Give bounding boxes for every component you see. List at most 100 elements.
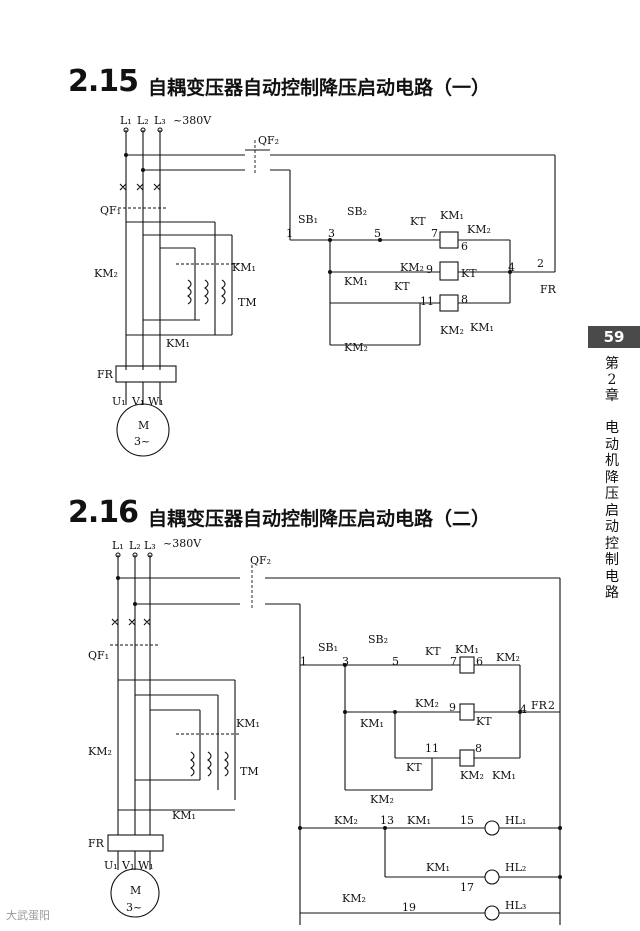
- label-qf1-b: QF₁: [88, 649, 110, 662]
- section-title-2-16: 自耦变压器自动控制降压启动电路（二）: [148, 508, 491, 530]
- node-5: 5: [374, 227, 381, 240]
- label-sb2: SB₂: [347, 205, 368, 218]
- watermark: 大武蛋阳: [6, 909, 50, 922]
- label-kt-d: KT: [425, 645, 441, 658]
- label-km1-j: KM₁: [426, 861, 450, 874]
- label-km2-k: KM₂: [334, 814, 358, 827]
- label-w1: W₁: [148, 395, 164, 408]
- label-tm: TM: [238, 296, 257, 309]
- diagram-2-15-main: [115, 127, 555, 457]
- label-u1: U₁: [112, 395, 126, 408]
- node-15: 15: [460, 814, 474, 827]
- node-11: 11: [420, 295, 434, 308]
- node-1-b: 1: [300, 655, 307, 668]
- label-fr-b: FR: [540, 283, 556, 296]
- label-km1: KM₁: [232, 261, 256, 274]
- label-fr: FR: [97, 368, 113, 381]
- label-qf1: QF₁: [100, 204, 122, 217]
- label-hl1: HL₁: [505, 814, 527, 827]
- motor-phase-b: 3~: [126, 901, 143, 914]
- label-tm-b: TM: [240, 765, 259, 778]
- label-km2-c: KM₂: [467, 223, 491, 236]
- label-u1-b: U₁: [104, 859, 118, 872]
- node-7: 7: [431, 227, 438, 240]
- label-sb1-b: SB₁: [318, 641, 339, 654]
- label-v1: V₁: [132, 395, 145, 408]
- chapter-label: 第2章: [605, 356, 619, 404]
- chapter-title: 电动机降压启动控制电路: [605, 420, 619, 601]
- label-kt: KT: [410, 215, 426, 228]
- label-v1-b: V₁: [122, 859, 135, 872]
- label-km1-c: KM₁: [440, 209, 464, 222]
- label-km1-f: KM₁: [455, 643, 479, 656]
- node-8-b: 8: [475, 742, 482, 755]
- label-km2-f: KM₂: [344, 341, 368, 354]
- label-qf2-b: QF₂: [250, 554, 272, 567]
- label-km2-b2: KM₂: [88, 745, 112, 758]
- label-sb2-b: SB₂: [368, 633, 389, 646]
- node-7-b: 7: [450, 655, 457, 668]
- node-4: 4: [508, 261, 515, 274]
- label-km1-h: KM₁: [492, 769, 516, 782]
- node-17: 17: [460, 881, 474, 894]
- label-w1-b: W₁: [138, 859, 154, 872]
- diagram-2-16-control: [298, 578, 562, 925]
- label-l1: L₁: [120, 114, 132, 127]
- label-km2-e: KM₂: [440, 324, 464, 337]
- label-km2-j: KM₂: [370, 793, 394, 806]
- node-1: 1: [286, 227, 293, 240]
- label-km2-h: KM₂: [415, 697, 439, 710]
- node-6: 6: [461, 240, 468, 253]
- node-3: 3: [328, 227, 335, 240]
- node-5-b: 5: [392, 655, 399, 668]
- label-l2: L₂: [137, 114, 149, 127]
- label-km1-i: KM₁: [407, 814, 431, 827]
- node-9-b: 9: [449, 701, 456, 714]
- label-hl2: HL₂: [505, 861, 527, 874]
- label-qf2: QF₂: [258, 134, 280, 147]
- motor-phase: 3~: [134, 435, 151, 448]
- label-kt-f: KT: [406, 761, 422, 774]
- node-6-b: 6: [476, 655, 483, 668]
- node-11-b: 11: [425, 742, 439, 755]
- label-km1-b3: KM₁: [172, 809, 196, 822]
- label-kt-e: KT: [476, 715, 492, 728]
- diagram-2-15-control: [289, 155, 556, 346]
- label-voltage: ~380V: [173, 114, 212, 127]
- section-number-2-15: 2.15: [68, 64, 139, 99]
- node-4-b: 4: [520, 703, 527, 716]
- label-l1-b: L₁: [112, 539, 124, 552]
- section-title-2-15: 自耦变压器自动控制降压启动电路（一）: [148, 77, 491, 99]
- node-13: 13: [380, 814, 394, 827]
- label-voltage-b: ~380V: [163, 537, 202, 550]
- node-2-b: 2: [548, 699, 555, 712]
- label-km2-d: KM₂: [400, 261, 424, 274]
- label-l2-b: L₂: [129, 539, 141, 552]
- label-km2: KM₂: [94, 267, 118, 280]
- label-l3: L₃: [154, 114, 166, 127]
- label-km1-d: KM₁: [344, 275, 368, 288]
- node-2: 2: [537, 257, 544, 270]
- label-l3-b: L₃: [144, 539, 156, 552]
- label-km1-g: KM₁: [360, 717, 384, 730]
- page-number-tab: 59: [588, 326, 640, 348]
- label-fr-d: FR: [531, 699, 547, 712]
- node-8: 8: [461, 293, 468, 306]
- label-km1-e: KM₁: [470, 321, 494, 334]
- motor-label-b: M: [130, 884, 142, 897]
- label-km2-i: KM₂: [460, 769, 484, 782]
- label-kt-b: KT: [461, 267, 477, 280]
- section-number-2-16: 2.16: [68, 495, 139, 530]
- node-3-b: 3: [342, 655, 349, 668]
- node-19: 19: [402, 901, 416, 914]
- label-km2-g: KM₂: [496, 651, 520, 664]
- label-sb1: SB₁: [298, 213, 319, 226]
- label-hl3: HL₃: [505, 899, 527, 912]
- motor-label: M: [138, 419, 150, 432]
- diagram-2-16-main: [107, 552, 560, 918]
- label-km1-b: KM₁: [166, 337, 190, 350]
- label-kt-c: KT: [394, 280, 410, 293]
- node-9: 9: [426, 263, 433, 276]
- label-fr-c: FR: [88, 837, 104, 850]
